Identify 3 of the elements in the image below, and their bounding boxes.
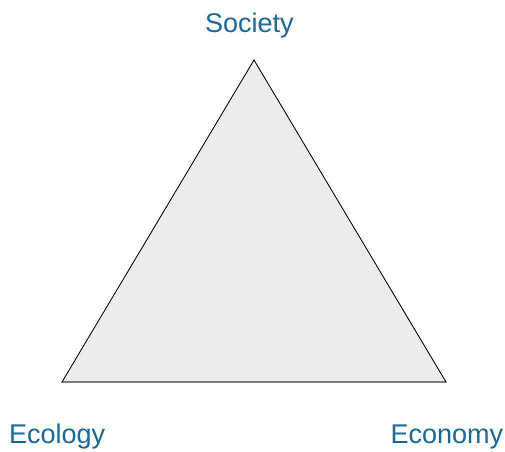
- vertex-label: Economy: [390, 418, 503, 450]
- vertex-label: Society: [205, 7, 294, 39]
- vertex-label: Ecology: [9, 418, 106, 450]
